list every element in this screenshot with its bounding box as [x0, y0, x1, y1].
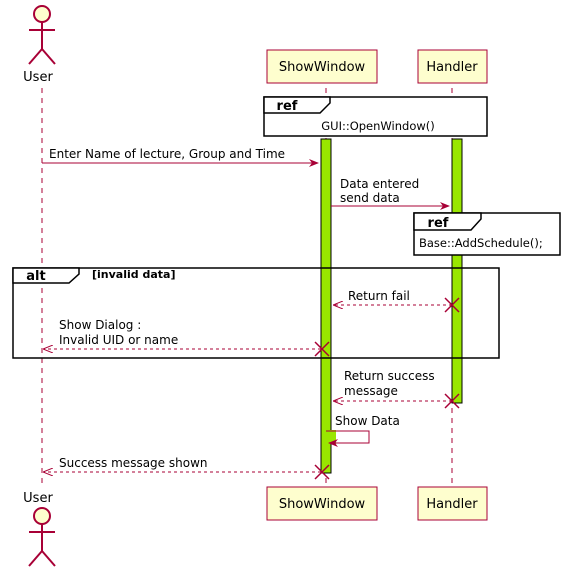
ref-openwindow-tab: [263, 96, 331, 114]
msg-data-entered-line1: Data entered: [340, 177, 419, 191]
msg-return-fail-label: Return fail: [348, 289, 410, 303]
user-label-bottom: User: [23, 491, 53, 506]
alt-frame: [12, 267, 500, 359]
showwindow-box-top: [266, 49, 378, 84]
msg-show-dialog-line2: Invalid UID or name: [59, 333, 178, 347]
showwindow-activation: [320, 138, 332, 474]
handler-destroy-mark-1: [444, 297, 460, 313]
ref-openwindow-tag: ref: [277, 99, 298, 114]
ref-addschedule-tag: ref: [428, 216, 449, 231]
ref-openwindow-text: GUI::OpenWindow(): [321, 119, 435, 133]
user-actor-bottom: [28, 507, 56, 567]
handler-label-top: Handler: [426, 60, 478, 75]
msg-show-data-arrow: [326, 430, 370, 447]
msg-success-shown-label: Success message shown: [59, 456, 207, 470]
handler-activation: [451, 138, 463, 404]
msg-return-success-line1: Return success: [344, 369, 435, 383]
showwindow-label-bottom: ShowWindow: [279, 497, 366, 512]
showwindow-destroy-mark-1: [314, 341, 330, 357]
alt-guard: [invalid data]: [92, 268, 175, 281]
showwindow-label-top: ShowWindow: [279, 60, 366, 75]
handler-destroy-mark-2: [444, 393, 460, 409]
alt-tag: alt: [26, 269, 45, 284]
showwindow-destroy-mark-2: [314, 464, 330, 480]
ref-addschedule-text: Base::AddSchedule();: [419, 236, 543, 250]
msg-show-data-label: Show Data: [335, 414, 400, 428]
msg-enter-data-label: Enter Name of lecture, Group and Time: [49, 147, 285, 161]
alt-tab: [12, 267, 80, 284]
handler-label-bottom: Handler: [426, 497, 478, 512]
handler-box-top: [417, 49, 488, 84]
msg-data-entered-line2: send data: [340, 191, 400, 205]
showwindow-box-bottom: [266, 486, 378, 521]
handler-box-bottom: [417, 486, 488, 521]
msg-show-dialog-line1: Show Dialog :: [59, 318, 141, 332]
user-label-top: User: [23, 70, 53, 85]
ref-addschedule-tab: [413, 212, 482, 231]
msg-return-success-line2: message: [344, 384, 398, 398]
showwindow-self-activation: [326, 430, 336, 444]
user-actor-top: [28, 5, 56, 65]
